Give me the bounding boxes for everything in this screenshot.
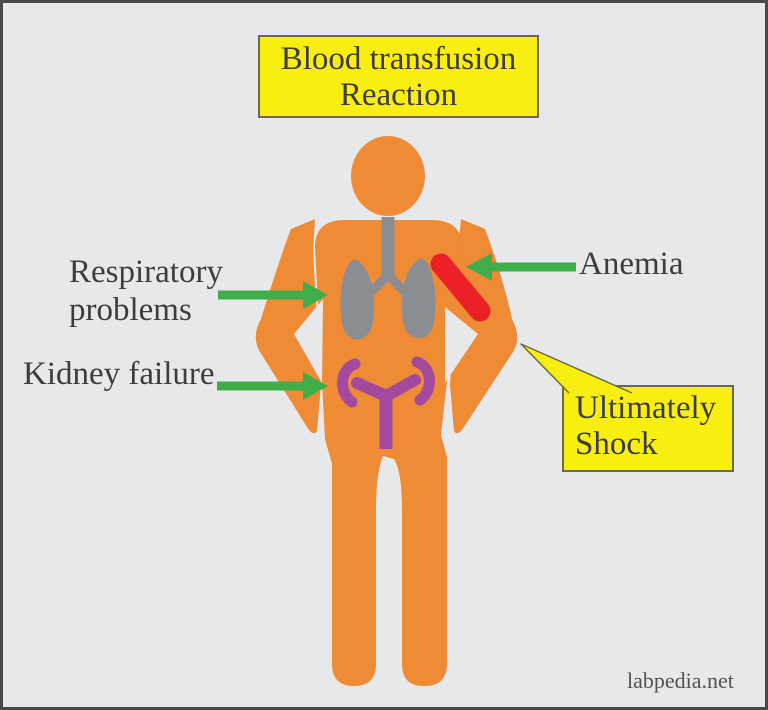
arrow-head — [303, 372, 328, 400]
shock-callout-box — [562, 385, 734, 472]
respiratory-label-line-2: problems — [69, 292, 192, 328]
shock-label-line-2: Shock — [575, 426, 658, 462]
kidney-arrow-icon — [217, 372, 328, 400]
title-box — [258, 35, 539, 118]
right-armpit-gap — [445, 307, 478, 383]
arrow-head — [303, 281, 328, 309]
watermark: labpedia.net — [627, 668, 734, 693]
anemia-label: Anemia — [579, 246, 684, 282]
blood-vessel-bar — [430, 253, 491, 322]
shock-callout-tail — [520, 343, 633, 394]
anemia-arrow-icon — [466, 253, 576, 281]
page-title: Blood transfusion Reaction — [259, 36, 538, 117]
title-line-2: Reaction — [339, 76, 458, 113]
respiratory-arrow-icon — [218, 281, 328, 309]
torso-legs-shape — [315, 220, 462, 686]
shock-label: Ultimately Shock — [575, 390, 716, 462]
left-kidney-shape — [337, 358, 361, 408]
respiratory-label: Respiratory problems — [69, 253, 223, 329]
diagram-svg — [217, 35, 734, 686]
title-line-1: Blood transfusion — [280, 40, 517, 77]
right-arm-shape — [450, 219, 518, 434]
left-lung-shape — [340, 259, 375, 340]
right-lung-shape — [401, 258, 436, 339]
left-armpit-gap — [294, 299, 323, 383]
shock-label-line-1: Ultimately — [575, 390, 717, 426]
head-shape — [351, 136, 425, 216]
right-kidney-shape — [411, 356, 435, 406]
kidney-failure-label: Kidney failure — [23, 356, 215, 392]
respiratory-label-line-1: Respiratory — [69, 254, 223, 290]
bronchi-shape — [365, 270, 411, 298]
arrow-head — [466, 253, 492, 281]
